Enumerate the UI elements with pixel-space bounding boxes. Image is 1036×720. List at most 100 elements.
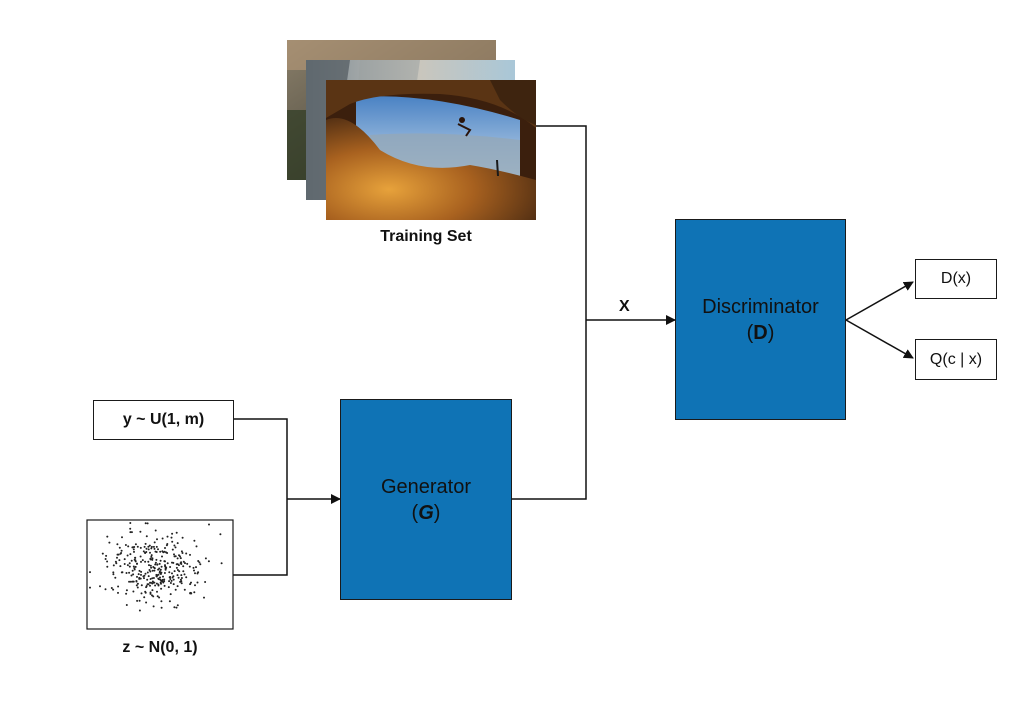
noise-point xyxy=(151,577,154,580)
noise-point xyxy=(184,562,186,565)
noise-point xyxy=(138,599,141,602)
noise-point xyxy=(132,548,135,551)
noise-point xyxy=(151,557,154,560)
noise-point xyxy=(139,577,142,580)
noise-point xyxy=(162,575,164,578)
noise-point xyxy=(155,545,158,548)
discriminator-symbol: D xyxy=(753,321,768,344)
noise-point xyxy=(168,571,171,574)
noise-point xyxy=(153,541,156,544)
noise-point xyxy=(159,559,162,562)
noise-point xyxy=(154,529,157,532)
noise-point xyxy=(144,560,147,563)
noise-point xyxy=(144,552,147,554)
noise-point xyxy=(182,560,185,563)
noise-point xyxy=(161,537,164,540)
noise-point xyxy=(182,565,185,568)
noise-point xyxy=(173,544,176,547)
noise-point xyxy=(99,585,101,588)
noise-point xyxy=(165,544,168,547)
noise-point xyxy=(132,590,135,593)
noise-point xyxy=(195,545,198,548)
noise-point xyxy=(118,559,121,562)
noise-point xyxy=(160,587,163,590)
noise-point xyxy=(164,568,167,571)
noise-point xyxy=(112,564,115,567)
noise-point xyxy=(127,545,130,548)
noise-point xyxy=(121,536,123,539)
noise-point xyxy=(125,572,128,574)
noise-point xyxy=(180,582,183,585)
noise-point xyxy=(146,522,149,525)
noise-point xyxy=(117,553,120,556)
noise-point xyxy=(123,558,126,561)
noise-point xyxy=(147,548,150,551)
q-output-box: Q(c | x) xyxy=(915,339,997,380)
noise-point xyxy=(148,569,151,571)
edge-generator-to-x xyxy=(511,320,587,500)
latent-code-label: y ~ U(1, m) xyxy=(122,411,205,428)
noise-point xyxy=(171,540,174,543)
noise-point xyxy=(154,550,157,553)
noise-point xyxy=(149,558,152,561)
noise-point xyxy=(154,584,157,587)
noise-point xyxy=(169,566,172,568)
noise-point xyxy=(126,564,129,567)
noise-point xyxy=(189,583,192,586)
noise-point xyxy=(192,566,195,569)
noise-point xyxy=(197,571,200,574)
noise-point xyxy=(136,562,138,565)
noise-point xyxy=(115,562,118,565)
noise-point xyxy=(171,561,173,564)
noise-point xyxy=(149,584,151,587)
noise-point xyxy=(177,564,180,567)
noise-point xyxy=(129,522,132,524)
noise-point xyxy=(176,604,179,607)
discriminator-symbol-line: (D) xyxy=(746,321,775,344)
noise-point xyxy=(176,585,179,588)
edge-discriminator-to-d-output xyxy=(845,281,914,321)
noise-point xyxy=(175,566,178,569)
noise-point xyxy=(117,585,120,588)
noise-point xyxy=(139,530,142,533)
noise-point xyxy=(163,584,166,587)
noise-point xyxy=(168,576,171,579)
noise-point xyxy=(141,559,144,562)
noise-point xyxy=(126,554,129,557)
noise-point xyxy=(164,564,166,567)
noise-point xyxy=(156,538,158,541)
noise-point xyxy=(158,571,161,574)
noise-point xyxy=(163,578,166,581)
noise-caption: z ~ N(0, 1) xyxy=(122,639,198,656)
noise-point xyxy=(199,563,202,566)
noise-point xyxy=(156,563,159,566)
noise-point xyxy=(108,541,111,544)
noise-point xyxy=(135,584,138,587)
noise-point xyxy=(160,606,163,609)
noise-point xyxy=(154,561,157,564)
noise-point xyxy=(146,571,149,574)
training-image-front xyxy=(326,80,536,220)
noise-point xyxy=(164,547,166,549)
noise-point xyxy=(171,572,173,575)
noise-point xyxy=(181,536,184,539)
noise-point xyxy=(140,592,143,595)
noise-point xyxy=(165,566,168,569)
noise-point xyxy=(160,600,163,603)
noise-point xyxy=(172,583,175,586)
noise-point xyxy=(138,609,141,612)
noise-point xyxy=(180,574,183,577)
noise-point xyxy=(138,569,141,572)
noise-point xyxy=(220,562,223,565)
noise-point xyxy=(145,586,148,589)
noise-point xyxy=(173,555,176,558)
noise-point xyxy=(174,546,177,549)
noise-point xyxy=(155,575,158,578)
noise-point xyxy=(159,568,162,571)
discriminator-name: Discriminator xyxy=(702,295,819,318)
noise-point xyxy=(149,570,152,573)
noise-point xyxy=(145,547,148,550)
noise-point xyxy=(194,584,196,587)
noise-point xyxy=(136,582,139,585)
noise-point xyxy=(195,566,197,569)
